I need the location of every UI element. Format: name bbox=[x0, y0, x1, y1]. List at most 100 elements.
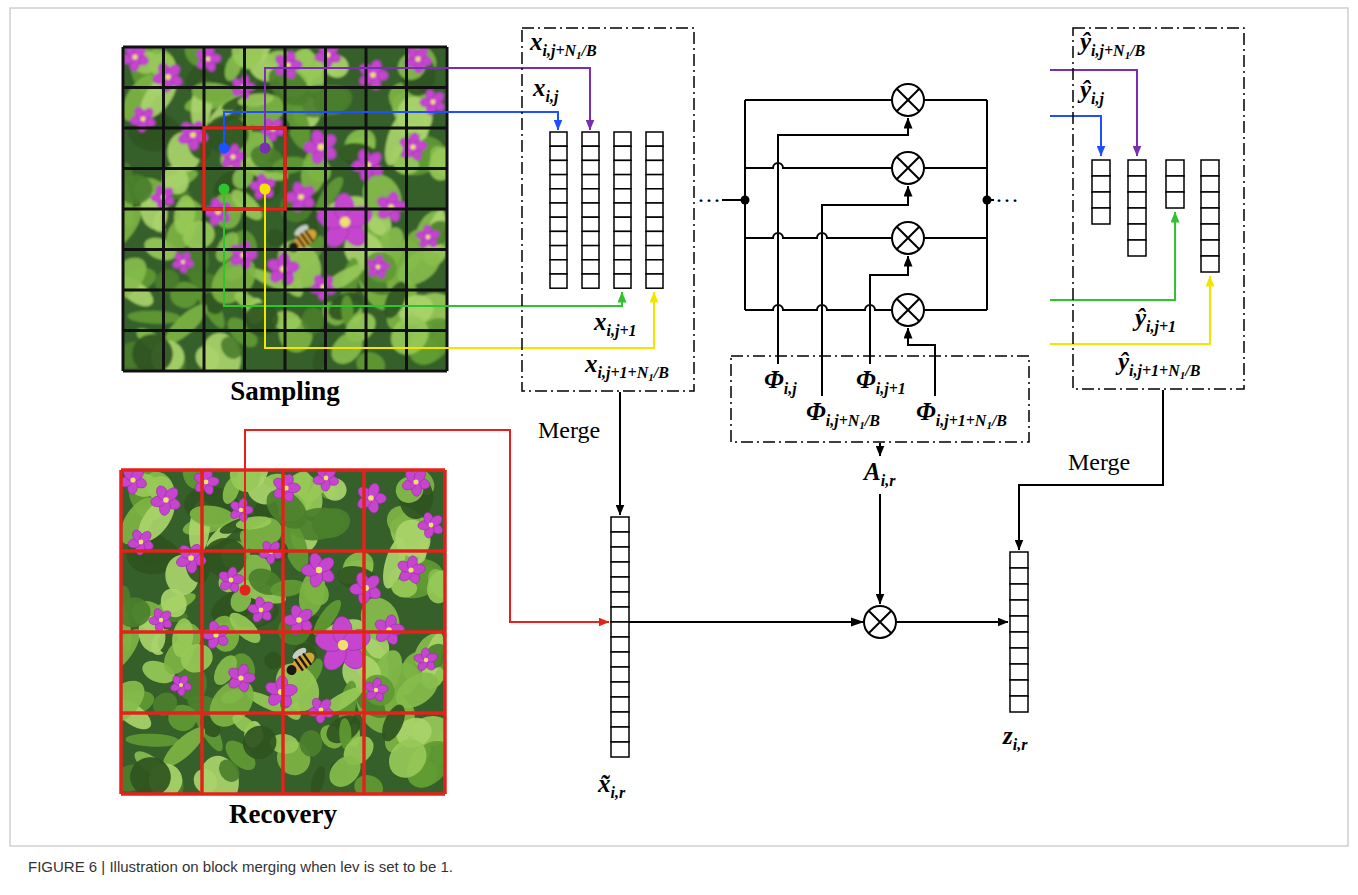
vector-cell bbox=[611, 667, 629, 682]
panel-title: Sampling bbox=[123, 375, 447, 407]
flower-centre bbox=[374, 688, 378, 692]
flower-centre bbox=[179, 683, 183, 687]
flower bbox=[201, 620, 230, 650]
flower bbox=[171, 251, 194, 274]
vector-cell bbox=[550, 203, 567, 217]
flower bbox=[226, 663, 255, 693]
flower-centre bbox=[318, 144, 324, 150]
petal bbox=[315, 555, 336, 575]
flower-centre bbox=[229, 578, 234, 583]
vector-cell bbox=[611, 622, 629, 637]
group-outline bbox=[1072, 27, 1245, 390]
vector-cell bbox=[611, 532, 629, 547]
flower bbox=[264, 675, 299, 709]
ellipsis-mark: ··· bbox=[697, 186, 721, 214]
vector-cell bbox=[582, 132, 599, 146]
subscript-text: i,r bbox=[1013, 736, 1028, 753]
vector-cell bbox=[614, 132, 631, 146]
arrow-connector bbox=[265, 189, 654, 348]
vector-cell bbox=[1201, 176, 1219, 192]
multiplier-cross bbox=[897, 89, 920, 322]
subscript-text: /B bbox=[654, 364, 669, 381]
grid-line bbox=[443, 470, 447, 794]
wire-arrow bbox=[908, 328, 935, 396]
flower bbox=[363, 677, 388, 702]
subscript: i,j+1+N1/B bbox=[598, 364, 669, 381]
leaf bbox=[172, 194, 198, 236]
flower bbox=[349, 571, 383, 606]
petal bbox=[140, 106, 156, 122]
subscript-text: i,j bbox=[784, 380, 797, 397]
wire-arrow bbox=[879, 494, 881, 604]
math-label: xi,j+N1/B bbox=[530, 28, 597, 60]
vector-cell bbox=[614, 274, 631, 288]
petal bbox=[296, 607, 315, 625]
flower-centre bbox=[338, 640, 348, 650]
math-symbol: x bbox=[594, 308, 607, 335]
flower-centre bbox=[259, 608, 264, 613]
arrow-connector bbox=[629, 621, 1008, 623]
subscript: i,j+N1/B bbox=[826, 412, 880, 429]
vector-cell bbox=[550, 175, 567, 189]
flower-centre bbox=[324, 476, 329, 481]
subscript-text: /B bbox=[992, 412, 1007, 429]
vector-cell bbox=[611, 682, 629, 697]
leaf bbox=[217, 333, 246, 363]
flower bbox=[396, 555, 426, 585]
petal bbox=[178, 674, 190, 687]
math-label: Φi,j bbox=[764, 366, 797, 397]
selected-blocks bbox=[204, 128, 285, 209]
flower bbox=[418, 511, 445, 539]
vector-cell bbox=[1201, 160, 1219, 176]
bee-head bbox=[287, 240, 301, 254]
flower bbox=[375, 191, 407, 223]
math-label: xi,j+1+N1/B bbox=[585, 350, 669, 382]
vector-cell bbox=[1010, 632, 1028, 648]
vector-cell bbox=[611, 697, 629, 712]
flower-centre bbox=[370, 72, 376, 78]
subscript: i,r bbox=[1013, 736, 1028, 753]
vector-cell bbox=[614, 217, 631, 231]
petal bbox=[317, 132, 338, 152]
subscript: i,r bbox=[881, 472, 896, 489]
flower bbox=[355, 482, 386, 515]
figure-frame bbox=[10, 8, 1348, 846]
leaf bbox=[203, 538, 246, 577]
vector-cell bbox=[614, 203, 631, 217]
flower-centre bbox=[238, 675, 243, 680]
leaf bbox=[227, 47, 267, 73]
petal bbox=[412, 470, 428, 485]
grid-line bbox=[123, 329, 447, 332]
edge-label: Merge bbox=[1068, 448, 1130, 476]
vector-cell bbox=[1010, 552, 1028, 568]
flower bbox=[314, 47, 342, 68]
flower-centre bbox=[165, 74, 171, 80]
math-label: Φi,j+1 bbox=[856, 366, 906, 397]
vector-cell bbox=[646, 260, 663, 274]
vector-cell bbox=[582, 231, 599, 245]
vector-cell bbox=[550, 189, 567, 203]
petal bbox=[318, 697, 333, 713]
wire bbox=[745, 99, 892, 101]
wire-arrow bbox=[778, 118, 908, 364]
leaf bbox=[310, 341, 330, 371]
flower-centre bbox=[239, 508, 243, 512]
flower bbox=[249, 173, 277, 201]
math-label: ŷi,j bbox=[1080, 76, 1104, 107]
vector-cell bbox=[614, 146, 631, 160]
subscript-text: i,j bbox=[546, 88, 559, 105]
flower bbox=[194, 47, 221, 73]
subscript-text: i,j+1 bbox=[876, 380, 906, 397]
leaf bbox=[131, 492, 181, 548]
petal bbox=[342, 203, 376, 232]
flower-centre bbox=[426, 235, 430, 239]
flower-centre bbox=[204, 480, 209, 485]
vector-cell bbox=[582, 246, 599, 260]
vector-cell bbox=[611, 712, 629, 727]
leaf bbox=[425, 144, 447, 184]
junction-dot bbox=[983, 196, 992, 205]
flower bbox=[401, 470, 431, 497]
leaf bbox=[236, 719, 283, 766]
